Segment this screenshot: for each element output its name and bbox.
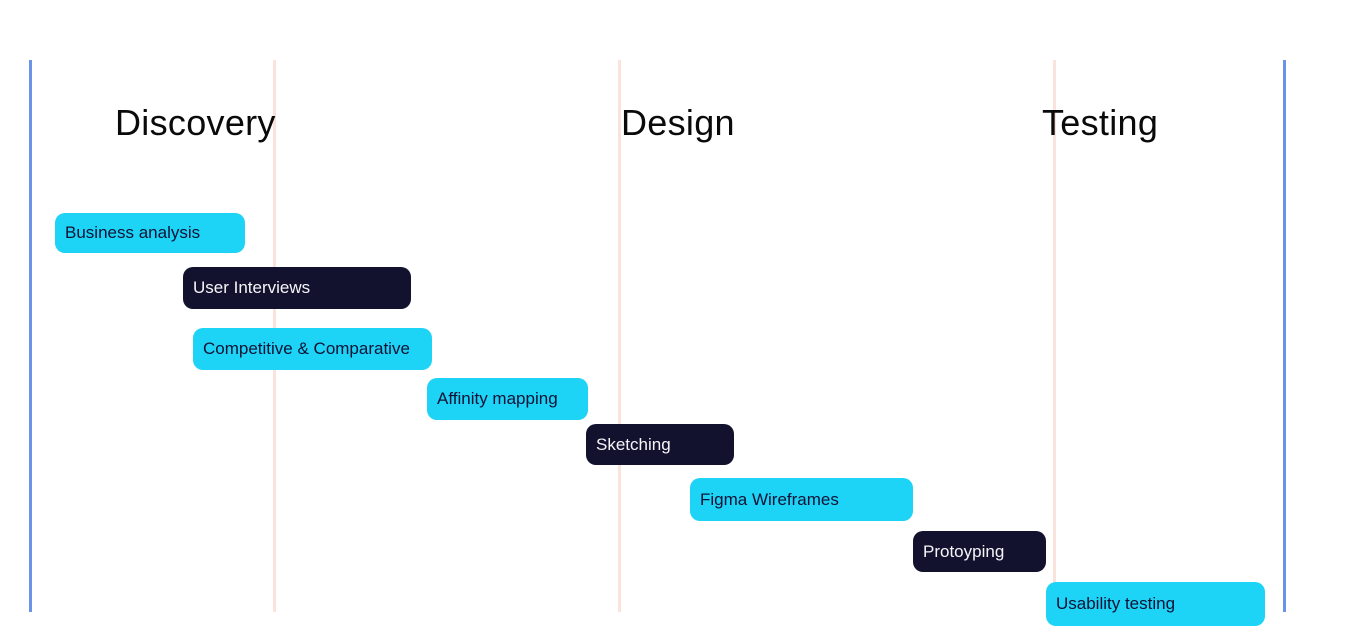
task-bar-user-interviews[interactable]: User Interviews xyxy=(183,267,411,309)
phase-header-discovery: Discovery xyxy=(115,102,276,143)
task-label: Competitive & Comparative xyxy=(203,339,410,358)
task-bar-usability-testing[interactable]: Usability testing xyxy=(1046,582,1265,626)
grid-line-pink xyxy=(1053,60,1056,612)
phase-header-testing: Testing xyxy=(1042,102,1159,143)
task-bar-business-analysis[interactable]: Business analysis xyxy=(55,213,245,253)
task-label: Affinity mapping xyxy=(437,389,558,408)
grid-line-pink xyxy=(618,60,621,612)
phase-header-design: Design xyxy=(621,102,735,143)
task-label: Business analysis xyxy=(65,223,201,242)
task-bar-protoyping[interactable]: Protoyping xyxy=(913,531,1046,572)
task-label: Sketching xyxy=(596,434,671,454)
task-bar-sketching[interactable]: Sketching xyxy=(586,424,734,465)
task-label: Protoyping xyxy=(923,541,1005,561)
task-label: Usability testing xyxy=(1056,594,1176,613)
grid-line-blue xyxy=(29,60,32,612)
task-label: User Interviews xyxy=(193,278,311,297)
task-bar-affinity-mapping[interactable]: Affinity mapping xyxy=(427,378,588,420)
task-label: Figma Wireframes xyxy=(700,489,839,509)
grid-line-blue xyxy=(1283,60,1286,612)
task-bar-competitive-comparative[interactable]: Competitive & Comparative xyxy=(193,328,432,370)
task-bar-figma-wireframes[interactable]: Figma Wireframes xyxy=(690,478,913,521)
